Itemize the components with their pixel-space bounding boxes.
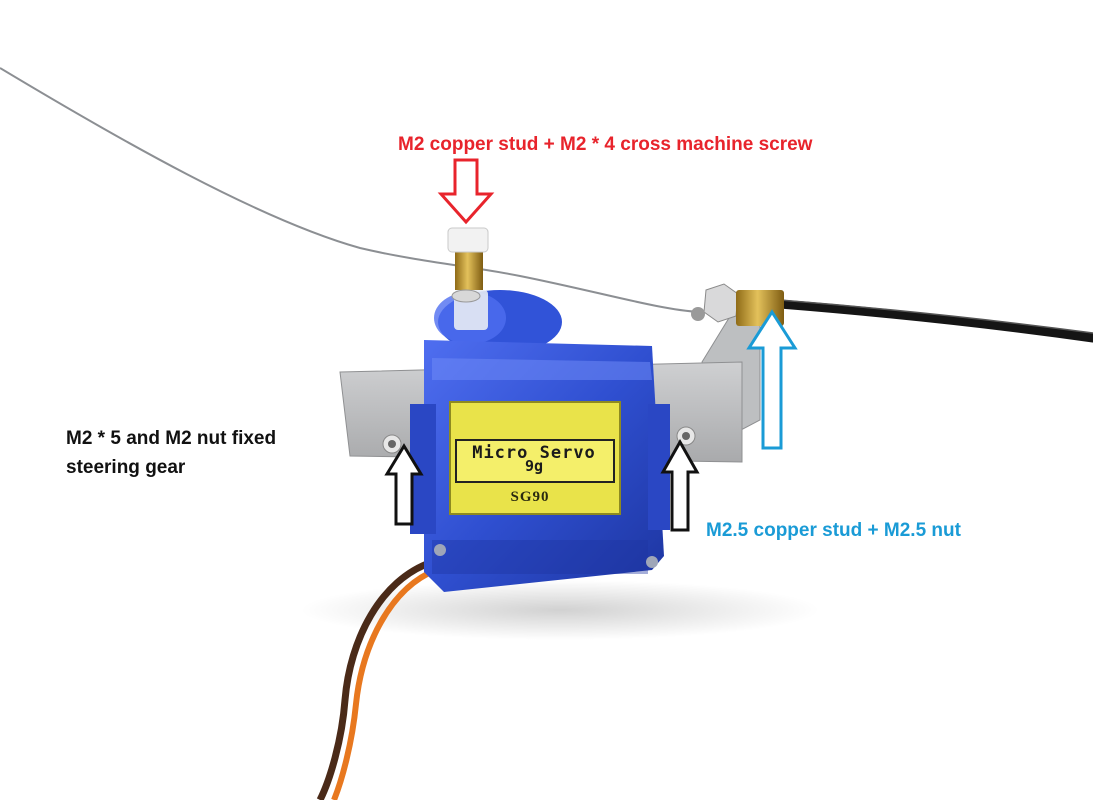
table-shadow (300, 580, 820, 640)
annotation-left-label: M2 * 5 and M2 nut fixed steering gear (66, 428, 277, 478)
annotation-right-label: M2.5 copper stud + M2.5 nut (706, 520, 961, 541)
black-arrow-left-icon (384, 443, 424, 526)
hex-nut (703, 283, 739, 323)
sticker-product-name: Micro Servo (472, 443, 596, 463)
steel-wire (0, 67, 701, 313)
blue-arrow-icon (746, 309, 798, 450)
servo-wire-brown (316, 558, 434, 800)
servo-wire-orange (331, 567, 438, 800)
horn-brass-stud (455, 250, 483, 290)
red-arrow-icon (437, 158, 495, 225)
sticker-weight: 9g (524, 457, 544, 475)
annotation-top-label: M2 copper stud + M2 * 4 cross machine sc… (398, 134, 813, 155)
black-cable (775, 299, 1093, 343)
black-arrow-right-icon (660, 438, 700, 532)
servo-tab-right (648, 404, 670, 530)
sticker-model: SG90 (510, 489, 550, 505)
